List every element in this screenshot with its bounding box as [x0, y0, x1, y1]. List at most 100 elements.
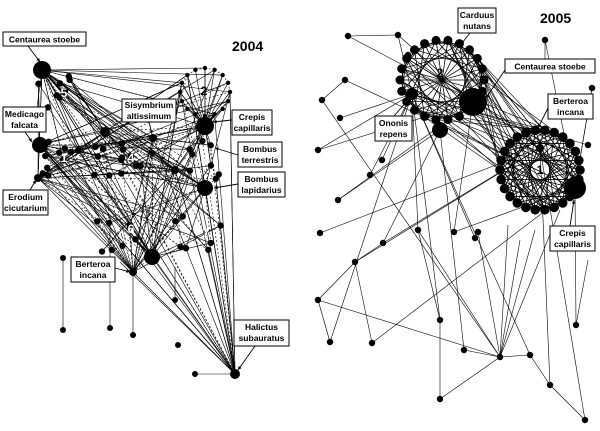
ring-node-2005 — [565, 138, 575, 149]
ring-node-2005 — [420, 39, 430, 49]
ring-node-2004 — [202, 65, 208, 71]
label-carduus-nutans-2005: Carduus nutans — [457, 7, 497, 34]
edge-2004 — [37, 82, 229, 179]
node-2004 — [118, 154, 126, 161]
edge-2005 — [539, 147, 551, 386]
branch-2005 — [321, 79, 346, 101]
edge-2004 — [39, 144, 110, 176]
ring-node-2004 — [179, 98, 185, 104]
ring-node-2005 — [479, 75, 489, 85]
ring-node-2005 — [557, 132, 568, 142]
arrow-head — [458, 44, 462, 48]
node-2004 — [207, 162, 215, 169]
edge-2004 — [121, 159, 236, 375]
node-2005 — [334, 196, 342, 204]
edge-2004 — [56, 95, 134, 273]
edge-between-2005 — [459, 43, 546, 210]
svg-text:incana: incana — [557, 107, 584, 117]
edge-between-2005 — [447, 40, 546, 131]
ring-node-2005 — [570, 146, 581, 157]
branch-2004 — [39, 144, 236, 375]
edge-2004 — [39, 144, 209, 251]
module-5-2004: 5 — [61, 86, 68, 100]
arrow-head — [149, 130, 153, 134]
node-2004 — [56, 80, 64, 87]
node-2004 — [186, 167, 194, 174]
node-2004 — [39, 170, 46, 177]
edge-2004 — [97, 187, 206, 222]
node-2005 — [314, 146, 322, 154]
node-2005 — [584, 141, 592, 149]
edge-2004 — [151, 170, 191, 258]
svg-text:Crepis: Crepis — [239, 112, 266, 122]
edge-2004 — [152, 137, 216, 179]
label-erodium-cicutarium-2004: Erodium cicutarium — [2, 189, 49, 216]
ring-node-2005 — [499, 146, 510, 157]
edge-2004 — [37, 177, 134, 273]
edge-2004 — [69, 79, 106, 133]
node-2005 — [496, 353, 504, 361]
module-2-2004: 2 — [201, 84, 208, 98]
node-2004 — [189, 151, 196, 158]
svg-text:Crepis: Crepis — [559, 228, 586, 238]
edge-between-2005 — [483, 79, 563, 138]
edge-2004 — [41, 69, 221, 226]
edge-2005 — [417, 229, 501, 358]
ring-node-2004 — [220, 72, 225, 78]
ring-node-2005 — [409, 105, 419, 115]
edge-2004 — [37, 177, 123, 247]
node-2005 — [378, 156, 386, 164]
edge-2004 — [174, 169, 236, 375]
ring-node-2005 — [549, 127, 559, 138]
hub-node-2004 — [197, 180, 213, 196]
edge-2004 — [45, 137, 154, 157]
year-2004: 2004 — [232, 38, 263, 54]
edge-2004 — [152, 137, 184, 217]
edge-2004 — [132, 125, 206, 273]
ring-node-2004 — [185, 106, 190, 112]
edge-2004 — [181, 101, 206, 189]
edge-ring-2005 — [562, 143, 571, 203]
svg-text:lapidarius: lapidarius — [241, 185, 281, 195]
node-2005 — [351, 258, 359, 266]
ring-node-2005 — [521, 202, 531, 213]
label-berteroa-incana-2004: Berteroa incana — [70, 256, 116, 283]
edge-ring-2005 — [424, 43, 485, 81]
hub-node-2004 — [33, 61, 51, 79]
branch-2005 — [337, 129, 441, 201]
edge-2004 — [58, 152, 134, 273]
ring-node-2005 — [540, 204, 550, 215]
branch-2005 — [499, 239, 521, 358]
leaf-node-2004 — [107, 325, 113, 331]
arrow-head — [213, 119, 217, 124]
ring-node-2005 — [454, 111, 464, 121]
edge-2004 — [37, 69, 215, 179]
edge-2004 — [208, 249, 236, 375]
branch-2005 — [453, 101, 474, 233]
edge-between-2005 — [469, 49, 527, 133]
arrow-berteroa-2005 — [537, 107, 549, 129]
node-2004 — [61, 145, 68, 152]
ring-node-2005 — [505, 138, 515, 149]
edge-2004 — [41, 69, 223, 76]
label-centaurea-stoebe-2004: Centaurea stoebe — [2, 31, 87, 47]
edge-ring-2005 — [553, 151, 576, 208]
node-2005 — [318, 96, 326, 104]
arrow-centaurea-2005 — [485, 69, 506, 99]
node-2004 — [199, 137, 206, 145]
edge-2004 — [41, 67, 206, 71]
edge-2004 — [41, 69, 79, 151]
edge-2005 — [321, 99, 501, 358]
module-2-2005: 2 — [437, 66, 444, 80]
node-2004 — [126, 223, 134, 230]
ring-node-2005 — [521, 127, 531, 138]
node-2005 — [394, 31, 402, 39]
node-2004 — [205, 246, 212, 253]
edge-between-2005 — [399, 79, 546, 210]
ring-node-2005 — [477, 64, 487, 74]
edge-2004 — [59, 152, 176, 171]
hub-node-2004 — [230, 369, 240, 379]
node-2005 — [379, 239, 387, 247]
node-2004 — [186, 146, 193, 153]
node-2004 — [99, 145, 107, 153]
